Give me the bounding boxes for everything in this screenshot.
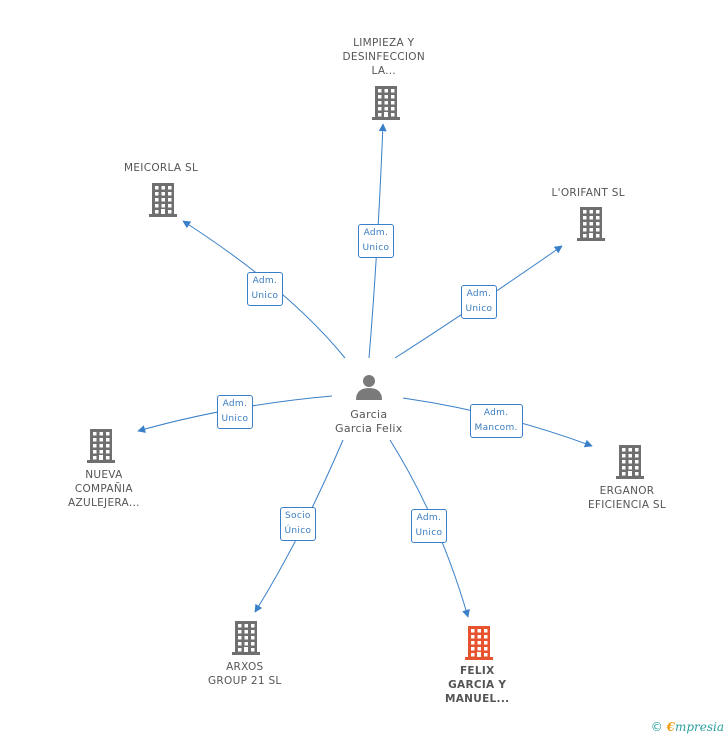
role-badge-limpieza: Adm. Unico — [357, 224, 395, 258]
building-icon[interactable] — [577, 207, 605, 241]
footer-brand: © €mpresia — [651, 720, 724, 734]
company-name-arxos[interactable]: ARXOS GROUP 21 SL — [208, 661, 282, 687]
building-icon[interactable] — [87, 429, 115, 463]
building-icon[interactable] — [372, 86, 400, 120]
role-badge-felix: Adm. Unico — [410, 509, 448, 543]
brand-name: mpresia — [674, 720, 724, 734]
copyright-icon: © — [650, 720, 663, 734]
person-icon[interactable] — [356, 375, 382, 400]
company-name-meicorla[interactable]: MEICORLA SL — [124, 162, 199, 174]
building-icon[interactable] — [465, 626, 493, 660]
brand-logo-letter: € — [666, 720, 675, 734]
company-name-limpieza[interactable]: LIMPIEZA Y DESINFECCION LA... — [342, 37, 425, 77]
role-badge-erganor: Adm. Mancom. — [469, 404, 523, 438]
center-person-name[interactable]: Garcia Garcia Felix — [335, 408, 403, 435]
role-badge-arxos: Socio Único — [279, 507, 317, 541]
building-icon[interactable] — [616, 445, 644, 479]
company-name-felix[interactable]: FELIX GARCIA Y MANUEL... — [445, 665, 510, 705]
company-name-erganor[interactable]: ERGANOR EFICIENCIA SL — [588, 485, 667, 511]
role-badge-meicorla: Adm. Unico — [246, 272, 284, 306]
building-icon[interactable] — [232, 621, 260, 655]
role-badge-nueva: Adm. Unico — [216, 395, 254, 429]
role-badge-lorifant: Adm. Unico — [460, 285, 498, 319]
building-icon[interactable] — [149, 183, 177, 217]
company-name-nueva[interactable]: NUEVA COMPAÑIA AZULEJERA... — [68, 469, 140, 509]
company-name-lorifant[interactable]: L'ORIFANT SL — [551, 187, 625, 199]
